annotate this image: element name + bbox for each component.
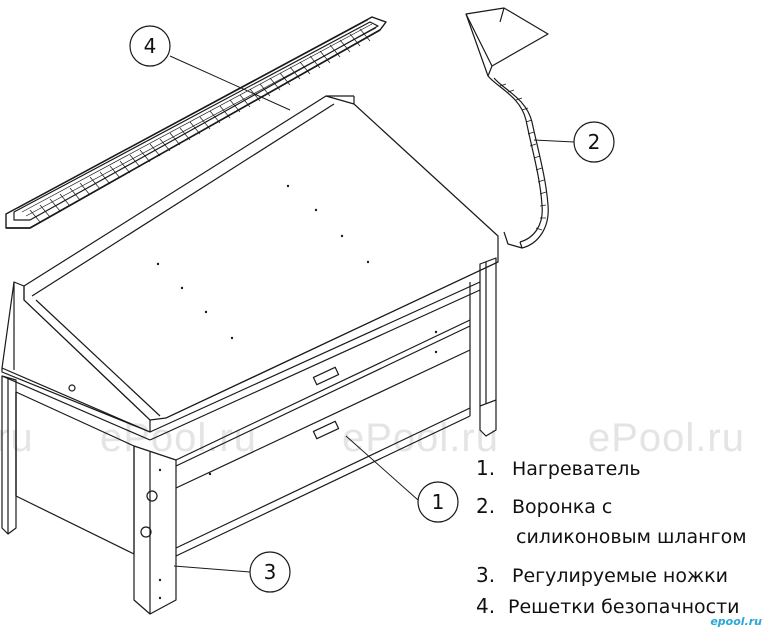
callout-number: 2 xyxy=(588,130,601,154)
callout-number: 3 xyxy=(264,560,277,584)
legend-number: 4. xyxy=(476,594,496,618)
legend-item: 4. Решетки безопачности xyxy=(476,594,740,618)
watermark: ePool.ru xyxy=(342,416,499,460)
leader-lines xyxy=(169,55,575,573)
legend-item: 2. Воронка с xyxy=(476,494,612,518)
safety-grating xyxy=(5,16,387,229)
legend-number: 1. xyxy=(476,456,496,480)
legend-text: Воронка с xyxy=(512,496,613,518)
legend-item: 3. Регулируемые ножки xyxy=(476,563,728,587)
callout-number: 1 xyxy=(432,490,445,514)
legend-text: Регулируемые ножки xyxy=(512,565,728,587)
legend-text-continued: силиконовым шлангом xyxy=(516,526,747,548)
callout-4: 4 xyxy=(129,25,171,67)
legend-number: 3. xyxy=(476,563,496,587)
legend-text: Решетки безопачности xyxy=(508,596,740,618)
watermark: ePool.ru xyxy=(100,416,257,460)
legend-item: 1. Нагреватель xyxy=(476,456,641,480)
callout-2: 2 xyxy=(573,121,615,163)
callout-1: 1 xyxy=(417,481,459,523)
funnel-with-hose xyxy=(465,7,549,249)
callout-3: 3 xyxy=(249,551,291,593)
legend-number: 2. xyxy=(476,494,496,518)
legend-text: Нагреватель xyxy=(512,458,641,480)
watermark: ePool.ru xyxy=(588,416,745,460)
callout-number: 4 xyxy=(144,34,157,58)
heater-body xyxy=(1,95,499,615)
brand-logo: epool.ru xyxy=(710,615,762,628)
